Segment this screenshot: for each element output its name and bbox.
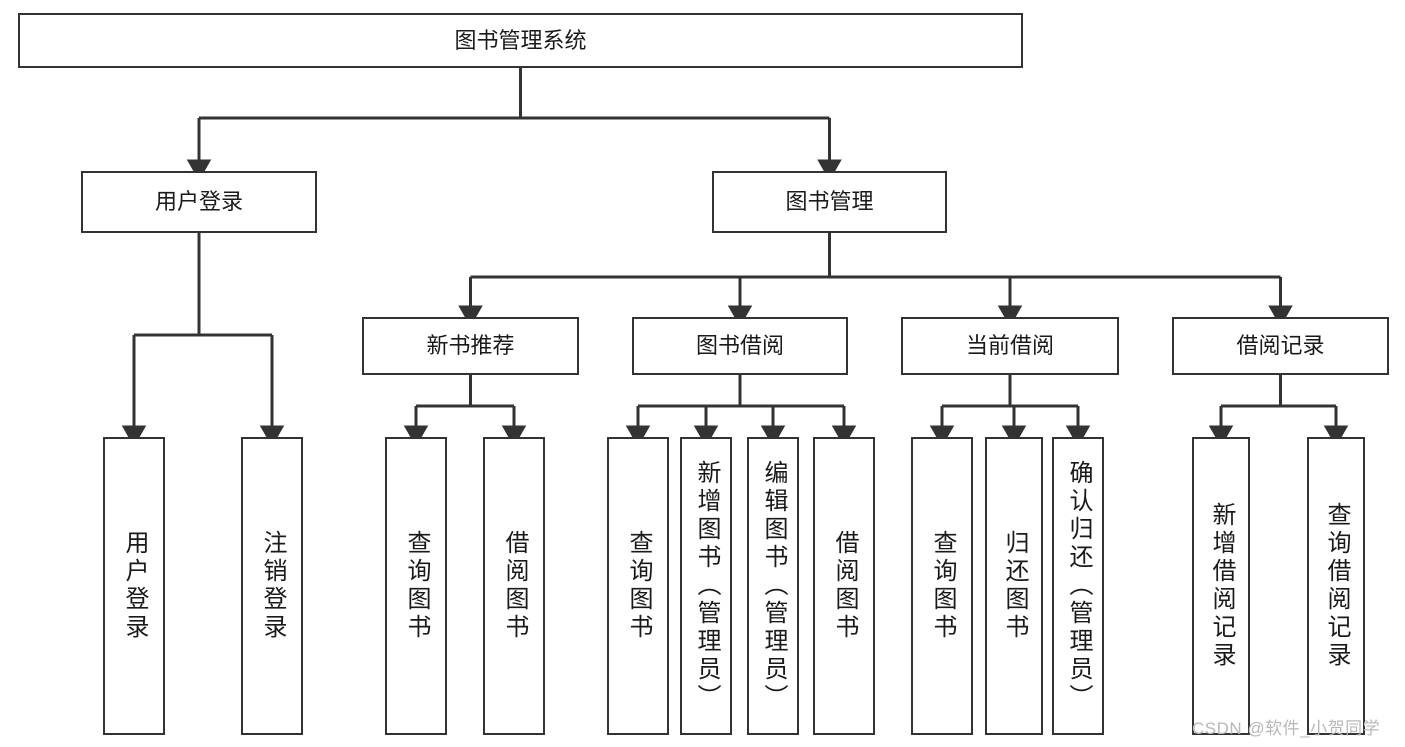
node-l-return[interactable]: 归还图书	[985, 437, 1043, 735]
node-l-qrec[interactable]: 查询借阅记录	[1307, 437, 1365, 735]
node-label: 归还图书	[1001, 530, 1028, 642]
node-l-q1[interactable]: 查询图书	[385, 437, 447, 735]
node-current[interactable]: 当前借阅	[901, 317, 1119, 375]
node-l-addrec[interactable]: 新增借阅记录	[1192, 437, 1250, 735]
node-label: 借阅图书	[831, 530, 858, 642]
node-l-login[interactable]: 用户登录	[103, 437, 165, 735]
node-records[interactable]: 借阅记录	[1172, 317, 1389, 375]
node-l-edit[interactable]: 编辑图书（管理员）	[747, 437, 799, 735]
csdn-watermark: CSDN @软件_小贺同学	[1192, 719, 1381, 738]
node-l-b1[interactable]: 借阅图书	[483, 437, 545, 735]
node-label: 图书借阅	[695, 333, 784, 359]
node-label: 借阅图书	[501, 530, 528, 642]
node-l-b2[interactable]: 借阅图书	[813, 437, 875, 735]
node-label: 图书管理	[785, 189, 874, 215]
node-label: 查询图书	[929, 530, 956, 642]
node-l-logout[interactable]: 注销登录	[241, 437, 303, 735]
node-label: 新增借阅记录	[1208, 502, 1235, 670]
node-bookmgmt[interactable]: 图书管理	[712, 171, 947, 233]
node-root[interactable]: 图书管理系统	[18, 13, 1023, 68]
node-label: 编辑图书（管理员）	[760, 460, 787, 712]
node-l-add[interactable]: 新增图书（管理员）	[680, 437, 732, 735]
node-label: 确认归还（管理员）	[1065, 460, 1092, 712]
node-label: 新增图书（管理员）	[693, 460, 720, 712]
node-newbook[interactable]: 新书推荐	[362, 317, 579, 375]
node-l-q3[interactable]: 查询图书	[911, 437, 973, 735]
node-label: 注销登录	[259, 530, 286, 642]
node-label: 查询借阅记录	[1323, 502, 1350, 670]
node-l-confirm[interactable]: 确认归还（管理员）	[1052, 437, 1104, 735]
node-label: 查询图书	[625, 530, 652, 642]
node-label: 图书管理系统	[454, 27, 587, 53]
node-label: 用户登录	[154, 189, 243, 215]
node-label: 当前借阅	[965, 333, 1054, 359]
node-label: 新书推荐	[426, 333, 515, 359]
node-login[interactable]: 用户登录	[81, 171, 317, 233]
node-borrow[interactable]: 图书借阅	[632, 317, 848, 375]
node-label: 借阅记录	[1236, 333, 1325, 359]
node-label: 查询图书	[403, 530, 430, 642]
node-l-q2[interactable]: 查询图书	[607, 437, 669, 735]
node-label: 用户登录	[121, 530, 148, 642]
